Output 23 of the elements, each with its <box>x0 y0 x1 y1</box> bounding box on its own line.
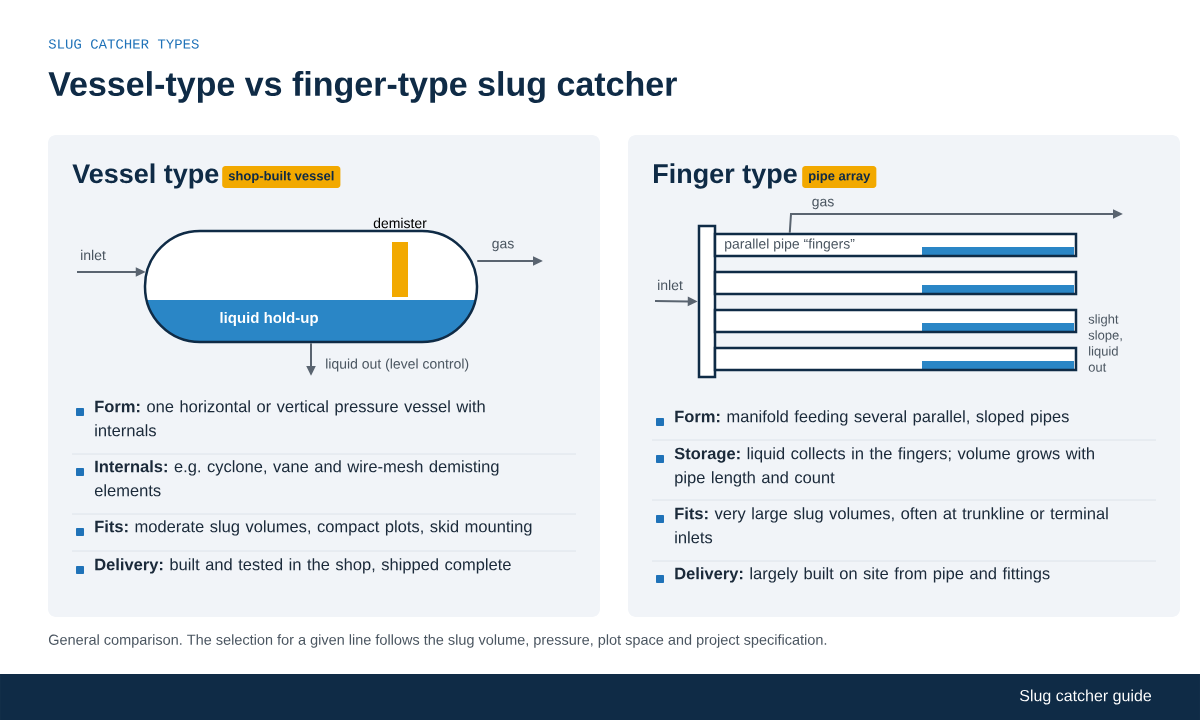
list-item: Delivery: largely built on site from pipe and fittings <box>656 567 1050 583</box>
note: slight slope, liquid out <box>1088 314 1122 372</box>
caption: General comparison. The selection for a given line follows the slug volume, pressure, plot space and project specification. <box>48 634 827 648</box>
edge-label: liquid out (level control) <box>326 358 469 372</box>
edge-label: gas <box>812 198 834 210</box>
edge-label: inlet <box>658 279 683 291</box>
title: Vessel-type vs finger-type slug catcher <box>48 71 677 103</box>
list-item: Form: one horizontal or vertical pressure vessel with internals <box>76 400 485 437</box>
tag-badge: pipe array <box>802 165 877 189</box>
list-item: Delivery: built and tested in the shop, shipped complete <box>76 558 511 574</box>
list-item: Storage: liquid collects in the fingers; volume grows with pipe length and count <box>656 447 1094 487</box>
list-item: Internals: e.g. cyclone, vane and wire-mesh demisting elements <box>76 460 499 497</box>
kicker: SLUG CATCHER TYPES <box>48 39 199 49</box>
edge-label: inlet <box>81 249 106 261</box>
list-item: Fits: moderate slug volumes, compact plots, skid mounting <box>76 520 532 536</box>
node-label: demister <box>373 217 427 229</box>
manifold <box>697 224 717 379</box>
edge-label: gas <box>492 240 514 252</box>
list-item: Fits: very large slug volumes, often at trunkline or terminal inlets <box>656 507 1108 544</box>
list-item: Form: manifold feeding several parallel, sloped pipes <box>656 410 1069 426</box>
vessel: liquid hold-up <box>143 229 479 344</box>
tag-badge: shop-built vessel <box>222 165 341 189</box>
footer-text: Slug catcher guide <box>1020 689 1152 705</box>
